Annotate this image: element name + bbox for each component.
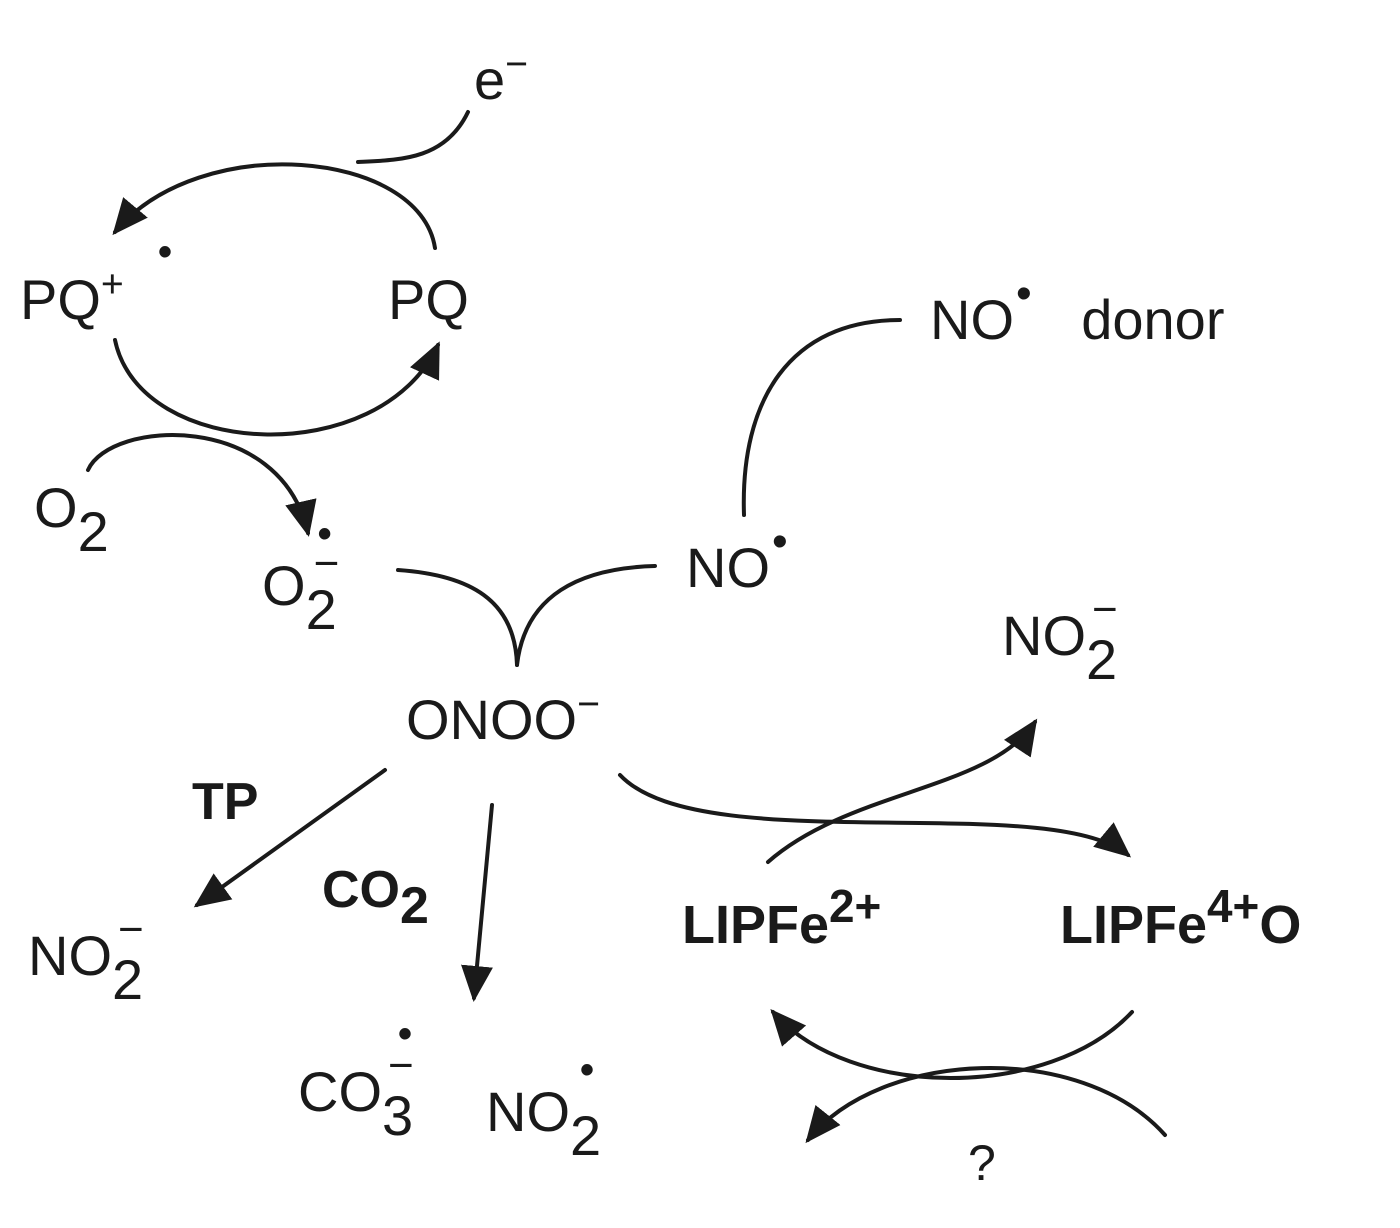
superoxide-merge-line xyxy=(396,568,519,667)
paraquat-radical-label: PQ+ • xyxy=(20,230,173,331)
lipfe4o-label: LIPFe4+O xyxy=(1060,880,1302,955)
cycle-arc-bottom-arrow xyxy=(113,338,440,437)
peroxynitrite-label: ONOO− xyxy=(406,683,601,751)
superoxide-label: O • − 2 xyxy=(262,512,340,641)
lipfe4o-to-lipfe2-arrow xyxy=(770,1008,1134,1080)
no-donor-release-line xyxy=(741,318,902,517)
carbonate-radical-label: CO • − 3 xyxy=(298,1012,414,1147)
onoo-to-lipfe4o-arrow xyxy=(618,773,1132,858)
co2-reaction-arrow xyxy=(461,803,494,1002)
lipfe2-label: LIPFe2+ xyxy=(682,880,882,955)
co2-reagent-label: CO2 xyxy=(322,861,429,935)
unknown-reductant-arrow xyxy=(805,1066,1167,1144)
electron-label: e− xyxy=(474,43,529,111)
paraquat-label: PQ xyxy=(388,268,469,331)
cycle-arc-top-arrow xyxy=(112,162,437,250)
nitrite-right-label: NO − 2 xyxy=(1002,585,1118,691)
tp-reagent-label: TP xyxy=(192,773,259,831)
tp-reaction-arrow xyxy=(193,768,387,908)
lipfe2-to-nitrite-arrow xyxy=(766,718,1038,864)
electron-input-arrow xyxy=(356,110,470,164)
radical-dot: • xyxy=(158,230,173,274)
oxygen-label: O2 xyxy=(34,476,109,563)
nitrogen-dioxide-radical-label: NO • 2 xyxy=(486,1048,602,1167)
no-merge-line xyxy=(515,564,657,667)
oxygen-to-superoxide-arrow xyxy=(86,433,317,537)
nitric-oxide-label: NO• xyxy=(686,515,788,599)
no-donor-label: NO• donor xyxy=(930,267,1225,351)
unknown-reductant-label: ? xyxy=(968,1135,996,1191)
nitrite-left-label: NO − 2 xyxy=(28,905,144,1011)
